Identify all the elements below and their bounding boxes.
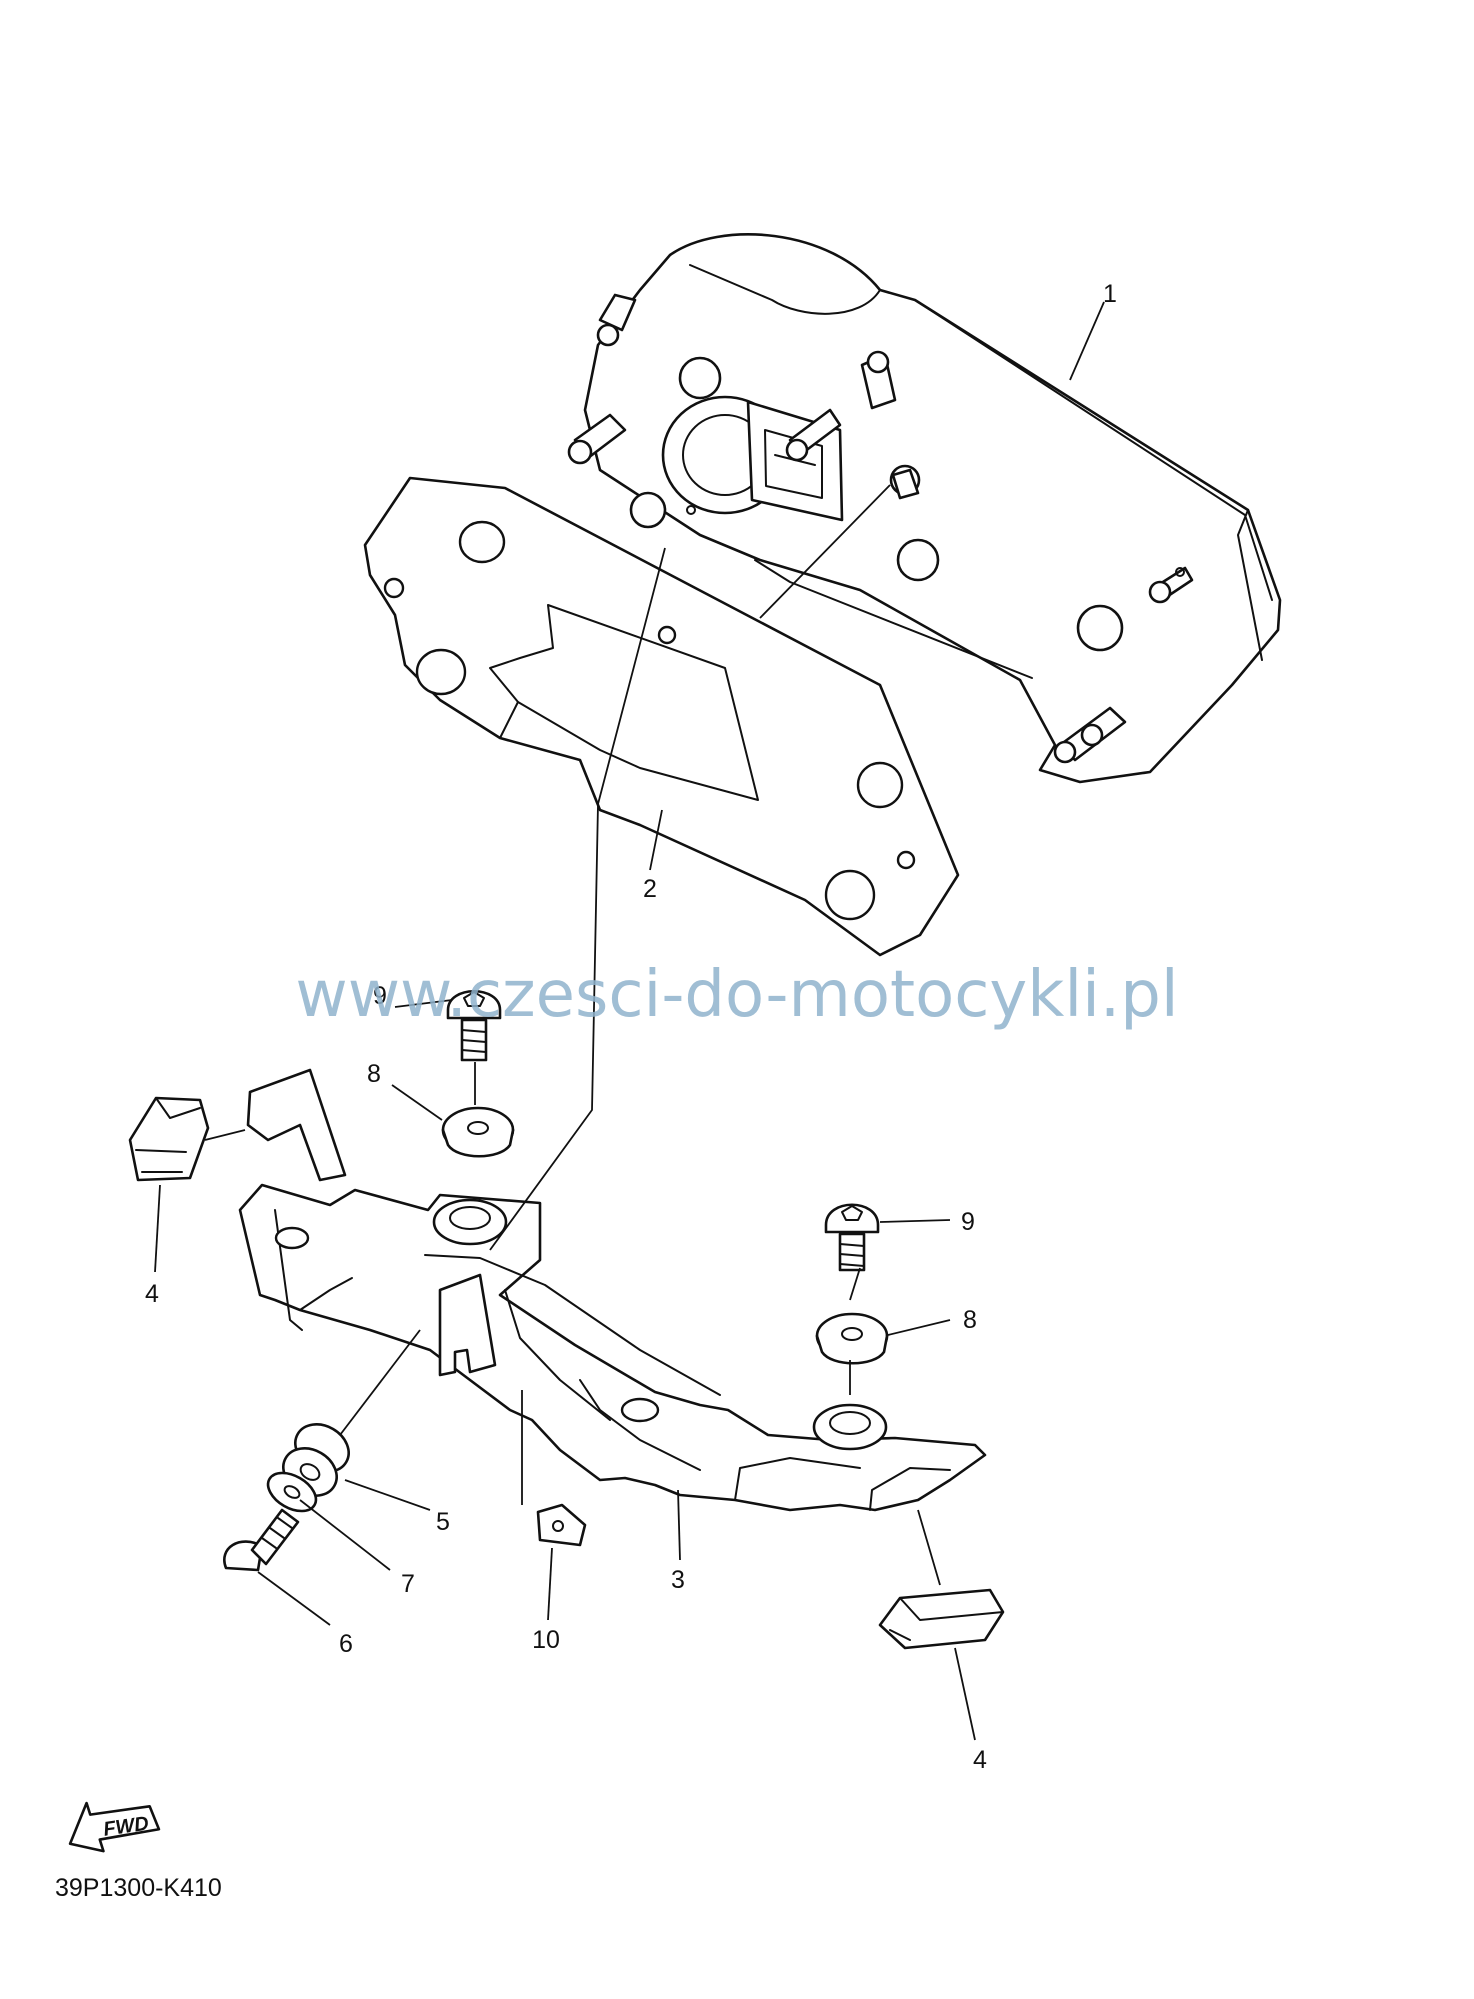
screw-right xyxy=(824,1203,880,1272)
callout-5: 5 xyxy=(436,1508,450,1536)
damper-clip-right xyxy=(878,1588,1005,1650)
callout-8-upper: 8 xyxy=(367,1060,381,1088)
collar-upper xyxy=(441,1106,515,1158)
meter-assembly xyxy=(567,233,1282,784)
meter-gasket-plate xyxy=(363,476,960,957)
callout-8-right: 8 xyxy=(963,1306,977,1334)
callout-3: 3 xyxy=(671,1566,685,1594)
callout-6: 6 xyxy=(339,1630,353,1658)
meter-bracket xyxy=(238,1068,987,1512)
leader-lines xyxy=(154,301,1105,1741)
callout-2: 2 xyxy=(643,875,657,903)
callout-9-upper: 9 xyxy=(373,982,387,1010)
callouts: 1 2 3 4 4 5 6 7 8 8 9 9 10 xyxy=(145,280,1117,1774)
fwd-arrow-icon: FWD xyxy=(68,1801,161,1853)
callout-4-left: 4 xyxy=(145,1280,159,1308)
callout-4-right: 4 xyxy=(973,1746,987,1774)
watermark-text: www.czesci-do-motocykli.pl xyxy=(295,958,1178,1032)
bolt xyxy=(223,1508,300,1572)
diagram-code: 39P1300-K410 xyxy=(55,1874,222,1902)
callout-9-right: 9 xyxy=(961,1208,975,1236)
callout-10: 10 xyxy=(532,1626,560,1654)
collar-right xyxy=(815,1312,889,1365)
washer xyxy=(266,1471,318,1513)
callout-7: 7 xyxy=(401,1570,415,1598)
nut-clip xyxy=(536,1503,587,1547)
damper-clip-left xyxy=(128,1096,210,1182)
callout-1: 1 xyxy=(1103,280,1117,308)
